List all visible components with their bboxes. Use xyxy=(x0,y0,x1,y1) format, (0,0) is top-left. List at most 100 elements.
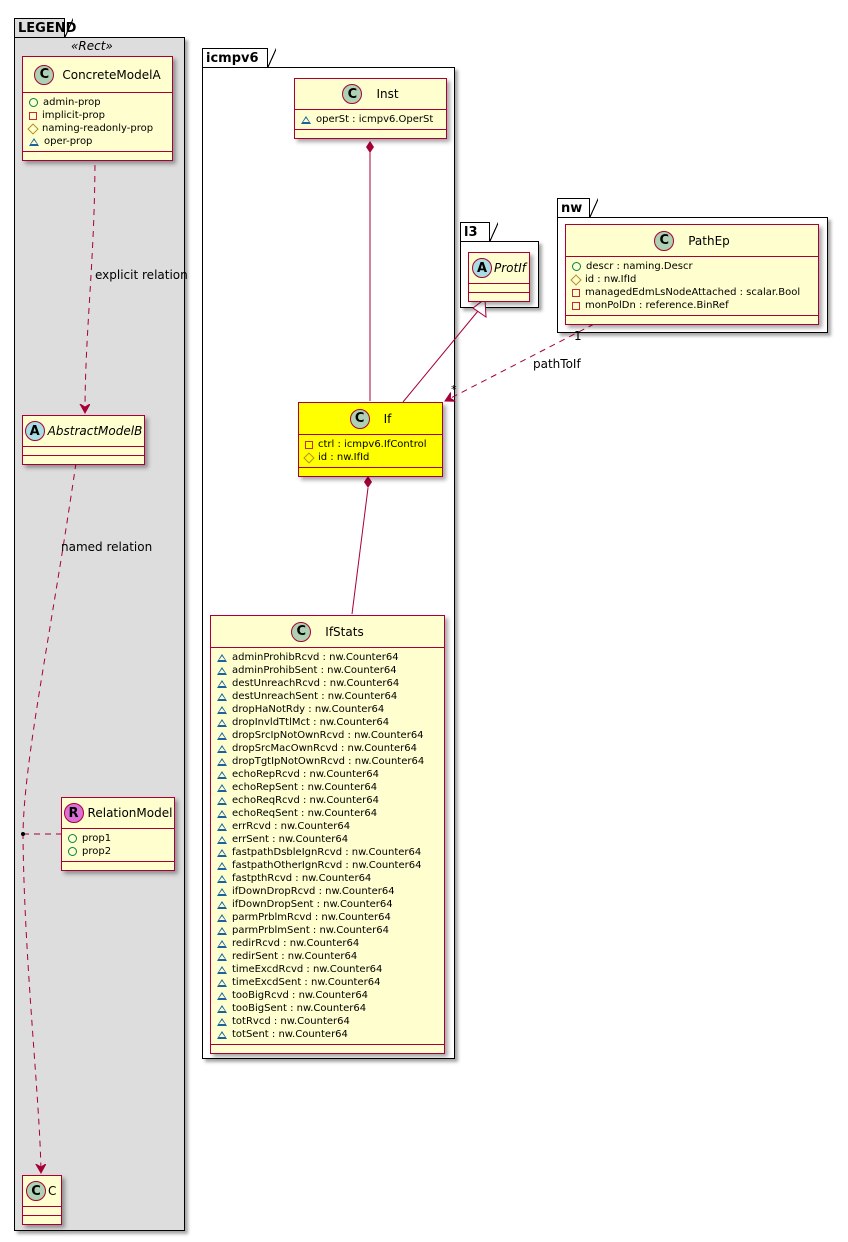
relation-junction-dot xyxy=(21,832,25,836)
class-c[interactable]: C C xyxy=(22,1175,62,1225)
class-c-icon: C xyxy=(654,230,675,251)
named-relation-label: named relation xyxy=(61,540,153,554)
class-name: ConcreteModelA xyxy=(62,67,161,82)
attribute-row: naming-readonly-prop xyxy=(27,122,166,135)
attribute-text: parmPrblmSent : nw.Counter64 xyxy=(232,925,389,936)
methods-section xyxy=(23,1216,61,1224)
attribute-list: ctrl : icmpv6.IfControl id : nw.IfId xyxy=(299,435,442,468)
legend-package xyxy=(14,37,185,1231)
package-visibility-icon xyxy=(217,900,227,909)
methods-section xyxy=(23,152,172,160)
attribute-text: ctrl : icmpv6.IfControl xyxy=(318,439,427,450)
attribute-row: redirSent : nw.Counter64 xyxy=(217,950,438,963)
class-abstract-model-b[interactable]: A AbstractModelB xyxy=(22,415,145,465)
attribute-row: descr : naming.Descr xyxy=(572,260,812,273)
package-visibility-icon xyxy=(217,809,227,818)
package-visibility-icon xyxy=(217,952,227,961)
attribute-text: adminProhibRcvd : nw.Counter64 xyxy=(232,652,399,663)
methods-section xyxy=(566,316,818,324)
attribute-text: echoRepSent : nw.Counter64 xyxy=(232,782,378,793)
attribute-row: prop1 xyxy=(68,832,168,845)
attribute-row: totRvcd : nw.Counter64 xyxy=(217,1015,438,1028)
protected-visibility-icon xyxy=(570,273,582,286)
attribute-row: monPolDn : reference.BinRef xyxy=(572,299,812,312)
class-name: IfStats xyxy=(325,624,364,639)
attribute-text: managedEdmLsNodeAttached : scalar.Bool xyxy=(585,287,801,298)
attribute-text: fastpathOtherIgnRcvd : nw.Counter64 xyxy=(232,860,422,871)
public-visibility-icon xyxy=(572,262,581,271)
package-visibility-icon xyxy=(217,666,227,675)
attribute-row: destUnreachSent : nw.Counter64 xyxy=(217,690,438,703)
private-visibility-icon xyxy=(572,288,580,297)
private-visibility-icon xyxy=(305,440,313,449)
attribute-row: ifDownDropSent : nw.Counter64 xyxy=(217,898,438,911)
attribute-text: timeExcdSent : nw.Counter64 xyxy=(232,977,381,988)
package-visibility-icon xyxy=(217,1030,227,1039)
pathtoif-target-multiplicity: * xyxy=(451,383,457,396)
relation-r-icon: R xyxy=(63,803,84,823)
public-visibility-icon xyxy=(29,98,38,107)
attribute-text: implicit-prop xyxy=(42,110,105,121)
package-visibility-icon xyxy=(217,731,227,740)
attribute-text: echoRepRcvd : nw.Counter64 xyxy=(232,769,380,780)
attribute-text: adminProhibSent : nw.Counter64 xyxy=(232,665,397,676)
attribute-text: monPolDn : reference.BinRef xyxy=(585,300,729,311)
class-name: RelationModel xyxy=(87,806,173,820)
attribute-row: ctrl : icmpv6.IfControl xyxy=(305,438,436,451)
attribute-row: parmPrblmRcvd : nw.Counter64 xyxy=(217,911,438,924)
legend-stereotype: «Rect» xyxy=(71,39,113,53)
attribute-list: adminProhibRcvd : nw.Counter64 adminProhi… xyxy=(211,648,444,1045)
legend-package-name: LEGEND xyxy=(18,21,77,36)
attribute-text: destUnreachRcvd : nw.Counter64 xyxy=(232,678,400,689)
attribute-row: oper-prop xyxy=(29,135,166,148)
methods-section xyxy=(295,130,446,138)
attribute-text: ifDownDropSent : nw.Counter64 xyxy=(232,899,393,910)
package-visibility-icon xyxy=(217,1017,227,1026)
package-visibility-icon xyxy=(217,1004,227,1013)
pathtoif-source-multiplicity: 1 xyxy=(574,329,582,343)
attribute-text: id : nw.IfId xyxy=(318,452,370,463)
attribute-text: errSent : nw.Counter64 xyxy=(232,834,349,845)
class-ifstats[interactable]: C IfStats adminProhibRcvd : nw.Counter64… xyxy=(210,615,445,1054)
class-protif[interactable]: A ProtIf xyxy=(468,252,530,302)
package-visibility-icon xyxy=(217,718,227,727)
attribute-text: totSent : nw.Counter64 xyxy=(232,1029,348,1040)
attribute-row: fastpthRcvd : nw.Counter64 xyxy=(217,872,438,885)
public-visibility-icon xyxy=(68,834,77,843)
attributes-section xyxy=(23,447,144,456)
if-ifstats-composition-edge xyxy=(351,487,369,615)
attribute-list: operSt : icmpv6.OperSt xyxy=(295,110,446,130)
package-visibility-icon xyxy=(217,978,227,987)
public-visibility-icon xyxy=(68,847,77,856)
attribute-row: totSent : nw.Counter64 xyxy=(217,1028,438,1041)
explicit-relation-label: explicit relation xyxy=(95,268,188,282)
methods-section xyxy=(469,293,529,301)
attribute-row: fastpathOtherIgnRcvd : nw.Counter64 xyxy=(217,859,438,872)
attribute-row: tooBigRcvd : nw.Counter64 xyxy=(217,989,438,1002)
methods-section xyxy=(23,456,144,464)
attribute-row: adminProhibRcvd : nw.Counter64 xyxy=(217,651,438,664)
class-name: C xyxy=(48,1184,57,1198)
package-visibility-icon xyxy=(217,926,227,935)
attribute-row: echoRepSent : nw.Counter64 xyxy=(217,781,438,794)
attribute-text: oper-prop xyxy=(44,136,93,147)
package-visibility-icon xyxy=(217,861,227,870)
private-visibility-icon xyxy=(572,301,580,310)
attribute-row: dropInvldTtlMct : nw.Counter64 xyxy=(217,716,438,729)
attribute-row: echoRepRcvd : nw.Counter64 xyxy=(217,768,438,781)
attribute-text: destUnreachSent : nw.Counter64 xyxy=(232,691,398,702)
attribute-text: timeExcdRcvd : nw.Counter64 xyxy=(232,964,383,975)
attribute-text: id : nw.IfId xyxy=(585,274,637,285)
attribute-text: tooBigRcvd : nw.Counter64 xyxy=(232,990,369,1001)
pathtoif-label: pathToIf xyxy=(533,357,581,371)
icmpv6-package-name: icmpv6 xyxy=(206,51,259,66)
class-inst[interactable]: C Inst operSt : icmpv6.OperSt xyxy=(294,78,447,139)
attribute-text: admin-prop xyxy=(43,97,101,108)
